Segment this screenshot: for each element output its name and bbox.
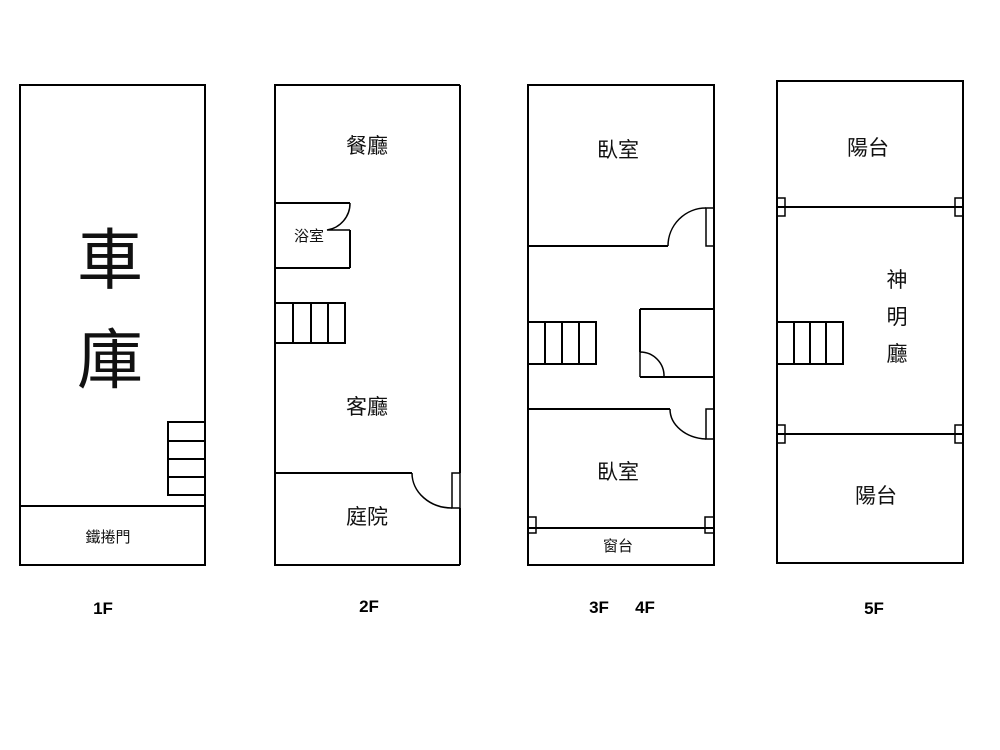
floor-1f-outline bbox=[19, 84, 206, 566]
staircase-3f bbox=[527, 321, 597, 365]
floor-4f-label: 4F bbox=[635, 598, 655, 617]
window-sill-3f bbox=[527, 516, 715, 534]
staircase-1f bbox=[167, 421, 206, 496]
balcony-bottom-label: 陽台 bbox=[855, 484, 897, 508]
shrine-label-1: 神 bbox=[887, 268, 908, 292]
dining-room-label: 餐廳 bbox=[346, 134, 388, 158]
floor-5f: 陽台 神 明 廳 陽台 5F bbox=[776, 80, 964, 618]
floor-2f-label: 2F bbox=[359, 597, 379, 616]
floor-1f-label: 1F bbox=[93, 599, 113, 618]
floor-2f: 餐廳 浴室 客廳 庭院 2F bbox=[274, 84, 461, 616]
bedroom-top-label: 臥室 bbox=[597, 138, 639, 162]
door-bedroom-top bbox=[667, 207, 715, 247]
shrine-label-3: 廳 bbox=[887, 342, 908, 366]
bedroom-bottom-label: 臥室 bbox=[597, 460, 639, 484]
floor-1f: 車 庫 鐵捲門 1F bbox=[19, 84, 206, 618]
floor-3f-4f: 臥室 臥室 窗台 3F 4F bbox=[527, 84, 715, 617]
living-room-label: 客廳 bbox=[346, 395, 388, 419]
bathroom-3f bbox=[639, 308, 714, 378]
garage-label-1: 車 bbox=[77, 222, 143, 299]
door-2f bbox=[411, 472, 461, 509]
door-bedroom-bottom bbox=[669, 408, 715, 440]
balcony-top-divider bbox=[776, 197, 964, 217]
courtyard-label: 庭院 bbox=[346, 505, 388, 529]
shrine-label-2: 明 bbox=[887, 305, 908, 329]
balcony-bottom-divider bbox=[776, 424, 964, 444]
window-sill-label: 窗台 bbox=[603, 537, 633, 555]
rolling-door-label: 鐵捲門 bbox=[85, 528, 130, 546]
staircase-2f bbox=[274, 302, 346, 344]
bathroom-2f bbox=[275, 202, 351, 269]
floor-3f-label: 3F bbox=[589, 598, 609, 617]
bathroom-label: 浴室 bbox=[294, 227, 324, 245]
balcony-top-label: 陽台 bbox=[847, 136, 889, 160]
floor-5f-label: 5F bbox=[864, 599, 884, 618]
garage-label-2: 庫 bbox=[77, 322, 143, 399]
staircase-5f bbox=[776, 321, 844, 365]
